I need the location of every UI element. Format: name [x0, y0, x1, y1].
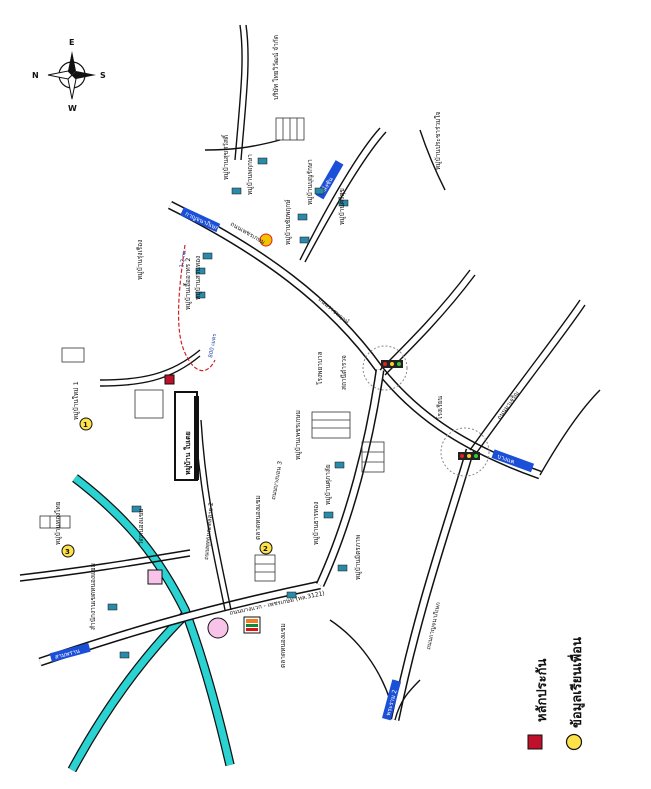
building-blocks — [39, 117, 385, 582]
house-icon — [257, 157, 268, 165]
legend-yellow-circle-icon — [565, 733, 583, 751]
house-icon — [323, 511, 334, 519]
place-18: หมู่บ้านมิตรภาพ — [354, 535, 362, 580]
house-icon — [231, 187, 242, 195]
house-icon — [299, 236, 310, 244]
house-icon — [202, 252, 213, 260]
guarantee-marker-icon — [164, 374, 175, 385]
place-2: หมู่บ้านพฤกษา — [246, 154, 254, 195]
marker-1: 1 หมู่บ้านใหม่ 1 — [72, 381, 93, 431]
svg-text:ตลาดหนองแขม: ตลาดหนองแขม — [254, 495, 262, 540]
road-label-5: ถนนมาเจริญ — [496, 390, 521, 421]
house-icon — [314, 187, 325, 195]
place-5: หมู่บ้านบุญรักษา — [306, 159, 314, 205]
compass-east: E — [69, 38, 74, 47]
legend-label-1: ข้อมูลเรียนเพื่อน — [567, 637, 585, 728]
place-11: สถานีตำรวจ — [340, 355, 348, 390]
place-12: โรงเรียน — [436, 395, 444, 420]
place-4: หมู่บ้านชัยพฤกษ์ — [284, 199, 292, 245]
place-10: โรงพยาบาล — [316, 351, 324, 385]
place-3: หมู่บ้านเอื้ออาทร 2 — [183, 258, 192, 310]
house-icon — [286, 591, 297, 599]
place-0: บริษัท ไทยวิวัฒน์ จำกัด — [272, 35, 280, 100]
svg-text:2: 2 — [263, 545, 268, 553]
svg-text:1: 1 — [83, 421, 88, 429]
place-7: หมู่บ้านรุ่งเรือง — [136, 240, 144, 280]
village-icons — [107, 157, 349, 659]
place-1: หมู่บ้านสุขสวัสดิ์ — [221, 134, 230, 180]
marker-2: 2 ตลาดหนองแขม — [254, 495, 273, 555]
house-icon — [131, 505, 142, 513]
gas-station-icon — [259, 233, 273, 247]
road-label-6: ถนนบางบอน 3 — [270, 460, 284, 500]
distance-label-1: 800 เมตร — [208, 333, 218, 358]
compass-arrow-up-icon — [68, 51, 76, 75]
place-13: หมู่บ้านเพชรเกษม — [294, 410, 302, 460]
place-19: หมู่บ้านประชาร่วมใจ — [434, 111, 442, 170]
house-icon — [334, 461, 345, 469]
compass-arrow-down-icon — [67, 74, 77, 100]
place-17: ตลาดหนองแขม — [279, 623, 287, 668]
legend-label-0: หลักประกัน — [535, 659, 550, 722]
house-icon — [297, 213, 308, 221]
place-16: สำนักงานเขตหนองแขม — [89, 563, 97, 630]
svg-text:3: 3 — [65, 548, 70, 556]
compass-arrow-right-icon — [72, 71, 96, 79]
road-sign-1: กาญจนาภิเษก — [180, 207, 220, 233]
market-icon — [147, 569, 163, 585]
house-icon — [195, 291, 206, 299]
compass-west: W — [68, 104, 77, 113]
distance-label-0: 1.2 กม. — [179, 248, 188, 268]
road-label-2: ถนนกาญจนาภิเษก — [425, 601, 442, 650]
road-sign-3: สามพราน — [49, 642, 91, 663]
house-icon — [107, 603, 118, 611]
legend-red-square-icon — [527, 734, 543, 750]
house-icon — [119, 651, 130, 659]
house-icon — [337, 564, 348, 572]
svg-text:หมู่บ้านทองไทย: หมู่บ้านทองไทย — [54, 501, 62, 545]
temple-icon — [207, 617, 229, 639]
title-box: หมู่บ้าน ใบเตย — [174, 391, 199, 481]
title-text: หมู่บ้าน ใบเตย — [183, 431, 193, 475]
house-icon — [195, 267, 206, 275]
svg-text:หมู่บ้านใหม่ 1: หมู่บ้านใหม่ 1 — [72, 381, 80, 420]
place-14: หมู่บ้านศุภาลัย — [324, 464, 332, 505]
road-network — [19, 24, 601, 721]
place-15: หมู่บ้านธารทอง — [312, 502, 320, 545]
compass-north: N — [32, 71, 39, 80]
canal — [67, 474, 235, 773]
legend: หลักประกัน ข้อมูลเรียนเพื่อน — [527, 637, 585, 751]
seven-eleven-icon — [243, 616, 261, 634]
compass-south: S — [100, 71, 106, 80]
marker-3: 3 หมู่บ้านทองไทย — [54, 501, 75, 558]
roundabouts — [362, 345, 490, 477]
compass-arrow-left-icon — [47, 70, 73, 80]
place-8: หมู่บ้านสวนทอง — [194, 256, 202, 300]
house-icon — [338, 199, 349, 207]
place-9: วัดหนองแขม — [137, 508, 145, 545]
compass-rose: E S N W — [32, 38, 106, 113]
place-6: หมู่บ้านศรีสุข — [338, 188, 346, 225]
